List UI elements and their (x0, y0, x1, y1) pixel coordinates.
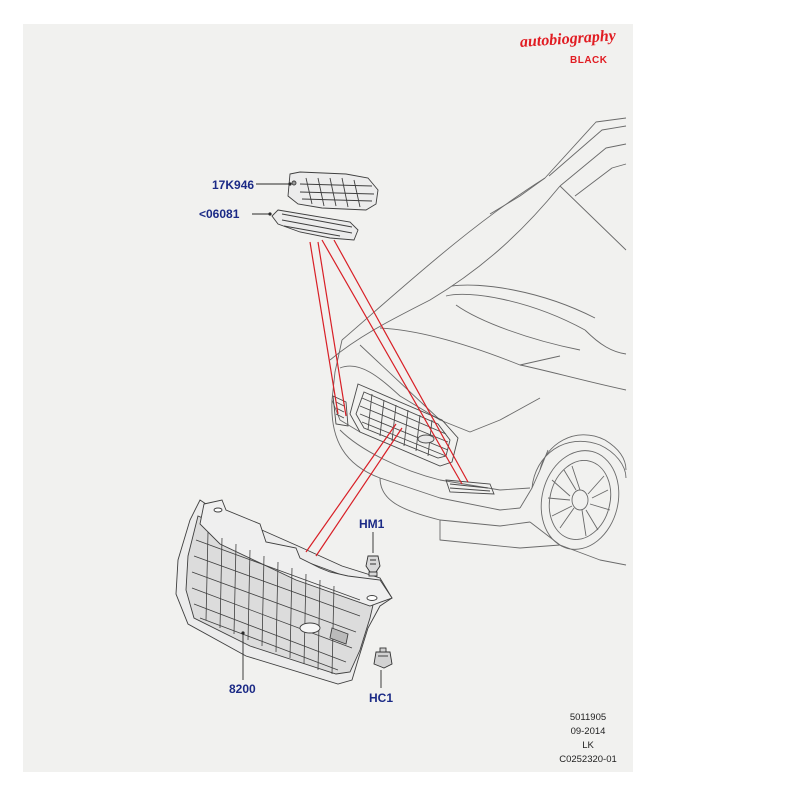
leader-lines (242, 183, 382, 688)
footer-reference: C0252320-01 (559, 754, 617, 765)
callout-06081: <06081 (199, 207, 240, 221)
footer-code: 5011905 (569, 712, 607, 723)
callout-hc1: HC1 (369, 691, 394, 705)
location-lines (305, 239, 469, 557)
leader-dots (241, 182, 292, 635)
callout-17k946: 17K946 (212, 178, 255, 192)
callout-8200: 8200 (229, 682, 256, 696)
part-hc1-clip (373, 647, 393, 669)
footer-initials: LK (582, 740, 594, 751)
brand-subtitle: BLACK (570, 55, 608, 66)
part-8200-grille (175, 499, 393, 685)
drawing-footer: 5011905 09-2014 LK C0252320-01 (548, 711, 628, 767)
part-hm1-clip (365, 555, 381, 577)
callout-hm1: HM1 (359, 517, 385, 531)
vehicle-outline (329, 117, 627, 566)
part-17k946-vent (287, 171, 379, 211)
vehicle-front-grille (349, 383, 459, 467)
vehicle-wheel (540, 450, 620, 550)
footer-date: 09-2014 (570, 726, 606, 737)
part-06081-trim (271, 209, 359, 241)
